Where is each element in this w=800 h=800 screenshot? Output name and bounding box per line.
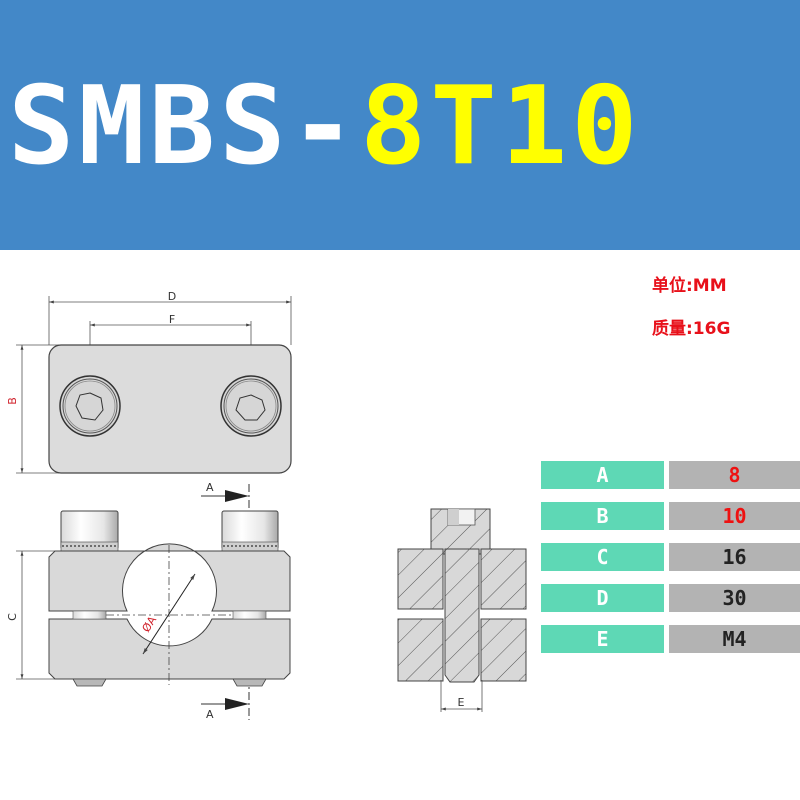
spec-value: M4	[669, 625, 800, 653]
section-label-top: A	[206, 481, 214, 494]
spec-value: 30	[669, 584, 800, 612]
spec-label: D	[541, 584, 664, 612]
spec-value: 8	[669, 461, 800, 489]
top-view: D F B	[6, 290, 292, 474]
spec-label: E	[541, 625, 664, 653]
dim-label-diameter: ØA	[140, 614, 160, 635]
spec-row-d: D 30	[541, 584, 800, 612]
section-view: E	[397, 508, 527, 712]
spec-row-b: B 10	[541, 502, 800, 530]
dim-label-e: E	[458, 696, 465, 709]
product-title: SMBS-8T10	[8, 72, 800, 182]
technical-drawing: D F B A A	[6, 290, 527, 721]
dim-label-b: B	[6, 397, 19, 405]
front-view: A A C ØA	[6, 481, 291, 721]
spec-label: B	[541, 502, 664, 530]
title-banner: SMBS-8T10	[0, 0, 800, 250]
spec-row-c: C 16	[541, 543, 800, 571]
spec-value: 16	[669, 543, 800, 571]
unit-label: 单位:MM	[652, 276, 727, 296]
product-size: 8T10	[360, 64, 642, 189]
product-series: SMBS-	[8, 64, 361, 189]
spec-row-e: E M4	[541, 625, 800, 653]
dim-label-f: F	[169, 313, 175, 326]
spec-label: A	[541, 461, 664, 489]
section-label-bottom: A	[206, 708, 214, 721]
spec-value: 10	[669, 502, 800, 530]
mass-label: 质量:16G	[652, 319, 731, 339]
dim-label-d: D	[168, 290, 176, 303]
spec-row-a: A 8	[541, 461, 800, 489]
spec-label: C	[541, 543, 664, 571]
dim-label-c: C	[6, 613, 19, 621]
